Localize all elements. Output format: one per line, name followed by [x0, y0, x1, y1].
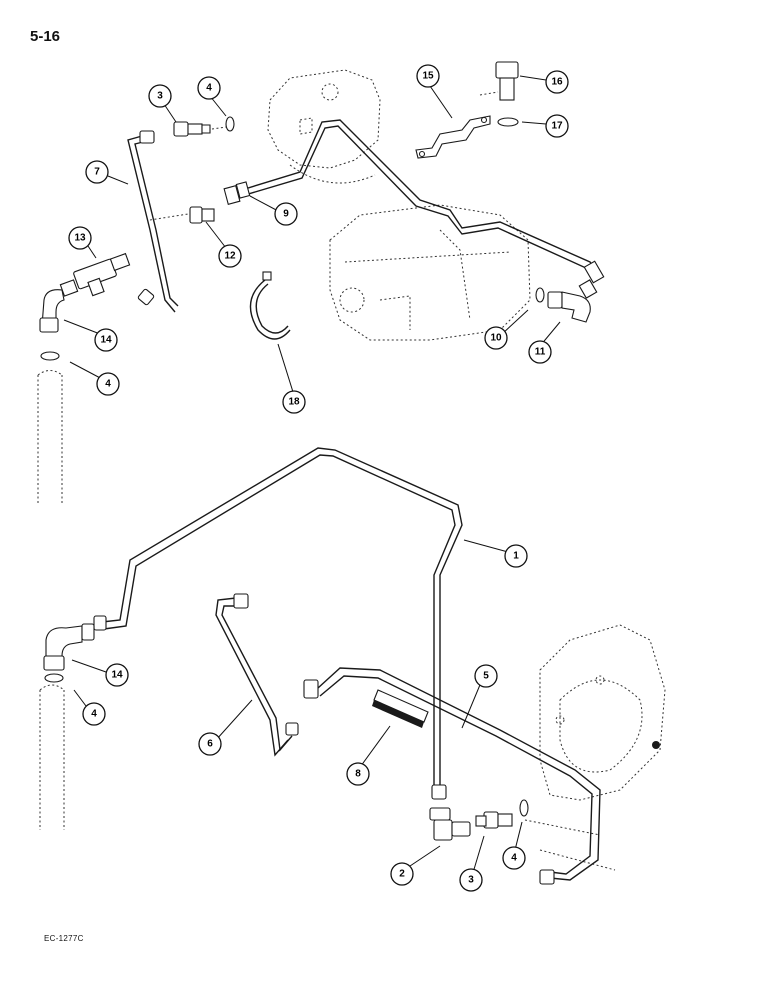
callout-9: 9: [274, 202, 298, 226]
hose-left-bottom: [39, 684, 65, 830]
callout-label: 4: [206, 83, 212, 94]
pump-housing-top: [267, 69, 381, 184]
tube-9-fitting: [223, 181, 605, 284]
callout-label: 4: [91, 709, 97, 720]
callout-label: 18: [288, 397, 300, 408]
callout-label: 12: [224, 251, 236, 262]
callout-label: 3: [157, 91, 163, 102]
callout-7: 7: [85, 160, 109, 184]
callout-label: 5: [483, 671, 489, 682]
callout-label: 11: [535, 347, 546, 358]
callout-label: 16: [551, 77, 563, 88]
callout-4-bottom-right: 4: [502, 846, 526, 870]
fitting-3-bottom: [475, 811, 513, 829]
callout-4-left-bottom: 4: [82, 702, 106, 726]
elbow-14-top: [39, 289, 65, 333]
tube-1: [93, 447, 463, 800]
o-ring-10: [535, 287, 545, 303]
transmission-case-top: [329, 204, 531, 341]
clamp-15: [415, 115, 491, 159]
callout-2: 2: [390, 862, 414, 886]
callout-label: 4: [511, 853, 517, 864]
o-ring-4-left-top: [40, 351, 60, 361]
callout-label: 14: [100, 335, 112, 346]
callout-13: 13: [68, 226, 92, 250]
callout-1: 1: [504, 544, 528, 568]
spacer-8: [372, 689, 429, 728]
fitting-12: [149, 206, 215, 224]
tube-7: [127, 130, 179, 313]
callout-label: 17: [551, 121, 563, 132]
callout-label: 2: [399, 869, 405, 880]
elbow-2: [429, 807, 471, 841]
callout-label: 7: [94, 167, 100, 178]
callout-12: 12: [218, 244, 242, 268]
callout-label: 4: [105, 379, 111, 390]
callout-15: 15: [416, 64, 440, 88]
elbow-11: [547, 279, 598, 323]
callout-label: 10: [490, 333, 502, 344]
callout-label: 6: [207, 739, 213, 750]
clip-18: [249, 271, 291, 340]
tube-9: [234, 119, 601, 281]
callout-10: 10: [484, 326, 508, 350]
callout-18: 18: [282, 390, 306, 414]
callout-16: 16: [545, 70, 569, 94]
callout-6: 6: [198, 732, 222, 756]
callout-4-left-top: 4: [96, 372, 120, 396]
callout-label: 1: [513, 551, 519, 562]
callout-label: 13: [74, 233, 86, 244]
bolt-16: [479, 61, 519, 101]
washer-17: [497, 117, 519, 127]
callout-label: 15: [422, 71, 434, 82]
hose-left-top: [37, 370, 63, 505]
callout-label: 14: [111, 670, 123, 681]
callout-14-top: 14: [94, 328, 118, 352]
o-ring-4-left-bottom: [44, 673, 64, 683]
callout-4-top: 4: [197, 76, 221, 100]
elbow-14-bottom: [43, 623, 95, 671]
tube-5: [303, 667, 601, 885]
tee-fitting-13: [59, 252, 131, 297]
callout-label: 9: [283, 209, 289, 220]
callout-label: 8: [355, 769, 361, 780]
callout-14-bottom: 14: [105, 663, 129, 687]
motor-housing-bottom: [524, 624, 666, 871]
callout-3-bottom: 3: [459, 868, 483, 892]
callout-17: 17: [545, 114, 569, 138]
fitting-3-top: [173, 121, 211, 137]
leader-lines: [63, 75, 561, 877]
figure-code: EC-1277C: [44, 934, 84, 943]
callout-3-top: 3: [148, 84, 172, 108]
tube-6: [215, 593, 299, 757]
callout-label: 3: [468, 875, 474, 886]
callout-5: 5: [474, 664, 498, 688]
callout-8: 8: [346, 762, 370, 786]
page-number: 5-16: [30, 28, 61, 45]
o-ring-4-top: [211, 116, 235, 132]
o-ring-4-bottom-right: [519, 799, 529, 817]
callout-11: 11: [528, 340, 552, 364]
